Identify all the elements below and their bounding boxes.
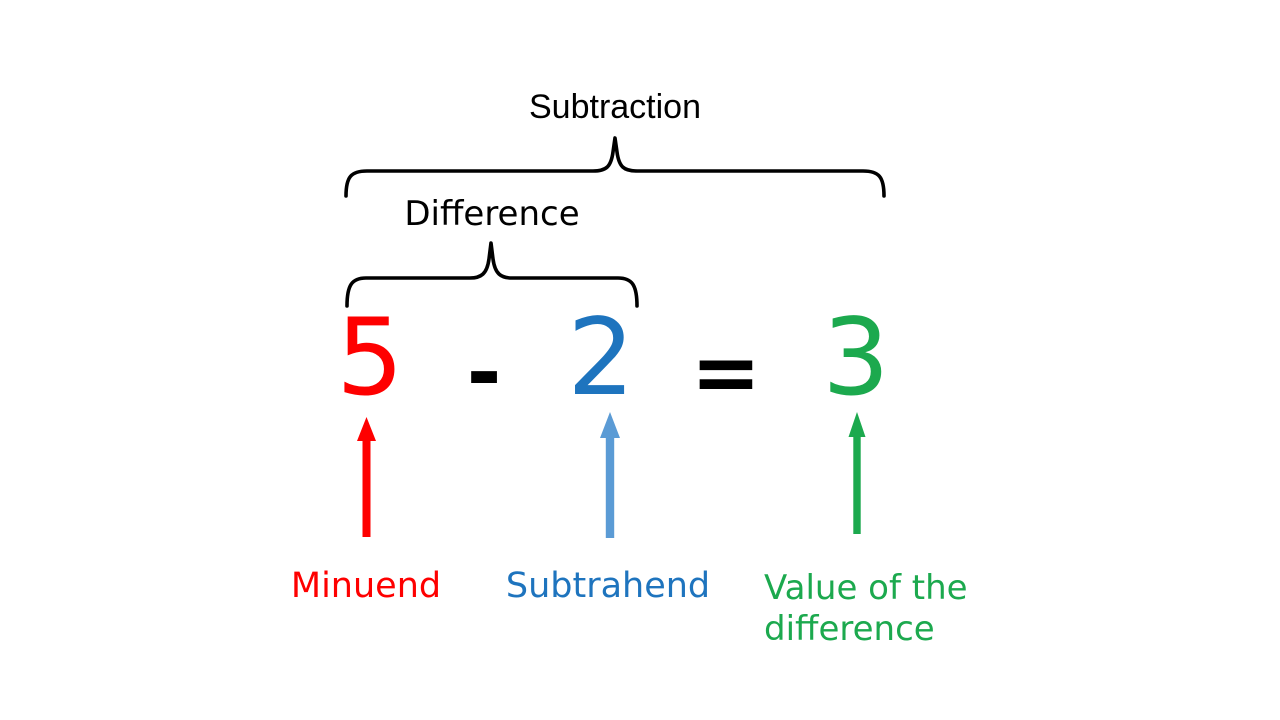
subtrahend-up-arrow-icon: [600, 412, 620, 538]
subtraction-title: Subtraction: [529, 88, 701, 126]
subtraction-brace-icon: [344, 136, 886, 198]
result-label-line1: Value of the: [764, 568, 968, 608]
equation-equals-sign: =: [690, 323, 762, 421]
minuend-label: Minuend: [290, 566, 442, 606]
result-label-line2: difference: [764, 609, 935, 649]
equation-minuend-number: 5: [336, 296, 404, 419]
minuend-up-arrow-icon: [357, 417, 376, 537]
result-up-arrow-icon: [848, 412, 866, 534]
equation-subtrahend-number: 2: [567, 296, 635, 419]
difference-brace-icon: [345, 241, 639, 308]
equation-result-number: 3: [822, 296, 890, 419]
result-label: Value of the difference: [764, 568, 968, 650]
difference-label: Difference: [404, 194, 580, 234]
subtrahend-label: Subtrahend: [505, 566, 711, 606]
equation-minus-sign: -: [466, 323, 502, 421]
